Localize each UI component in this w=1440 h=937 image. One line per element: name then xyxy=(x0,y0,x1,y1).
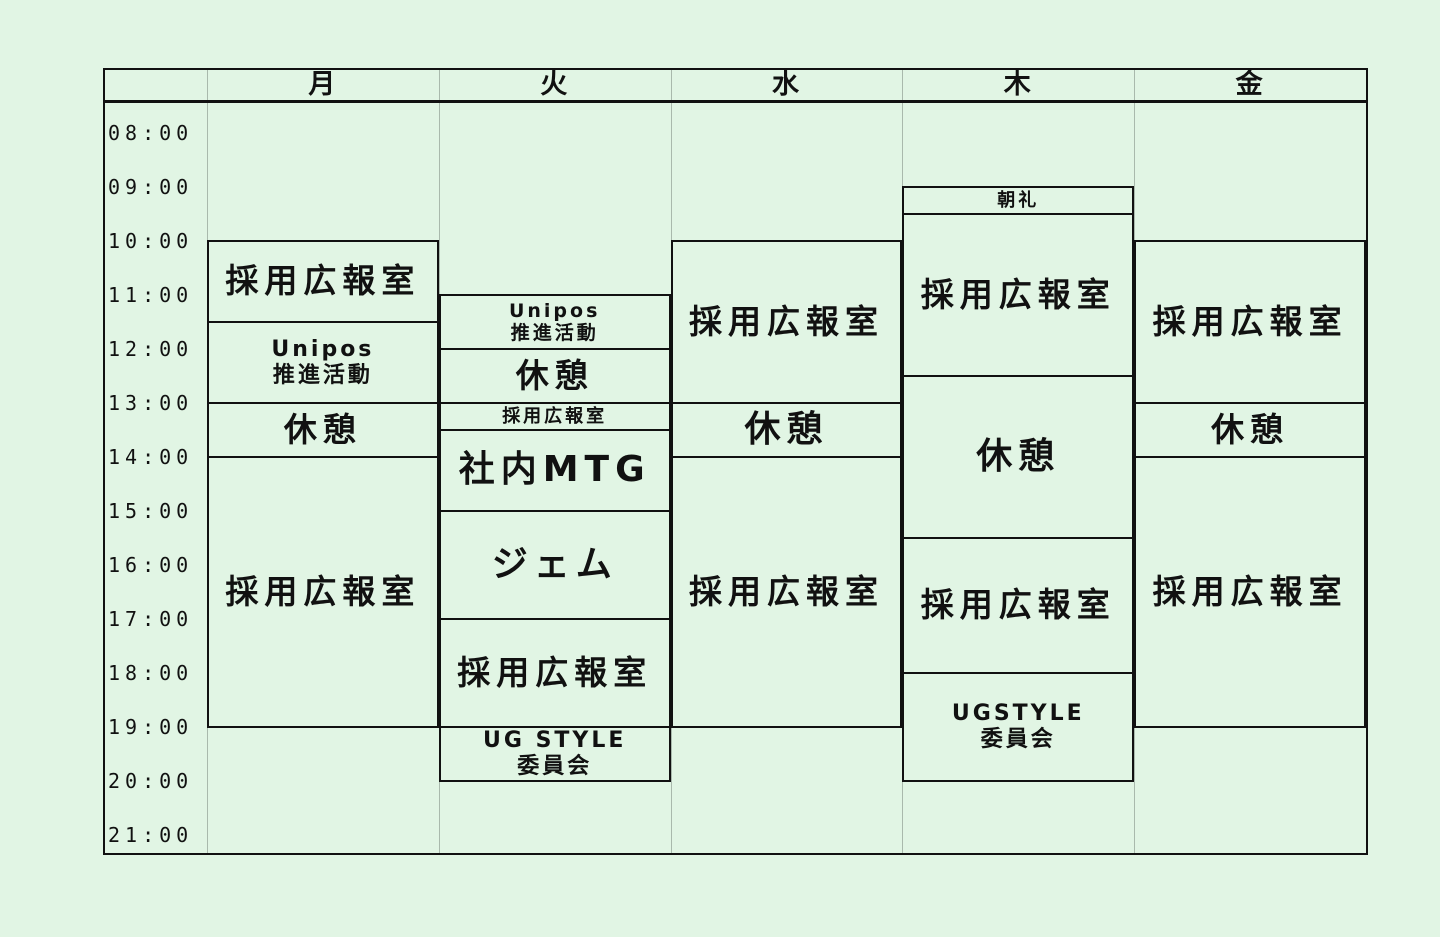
time-label: 10:00 xyxy=(108,229,194,253)
day-header-tuesday: 火 xyxy=(540,69,570,100)
event-title-line: 休憩 xyxy=(283,409,362,449)
event-block[interactable]: 採用広報室 xyxy=(1134,240,1366,404)
time-label: 13:00 xyxy=(108,391,194,415)
event-title-line: 採用広報室 xyxy=(457,652,653,692)
event-title-line: 採用広報室 xyxy=(502,405,608,427)
event-title-line: 採用広報室 xyxy=(920,274,1116,314)
event-title-line: 採用広報室 xyxy=(688,301,884,341)
day-header-wednesday: 水 xyxy=(771,69,801,100)
event-block[interactable]: 休憩 xyxy=(438,348,671,404)
weekly-timetable: 月 火 水 木 金 08:00 09:00 10:00 11:00 12:00 13:00… xyxy=(103,68,1368,855)
event-block[interactable]: 採用広報室 xyxy=(670,456,903,728)
time-label: 18:00 xyxy=(108,661,194,685)
event-title-line: UGSTYLE xyxy=(951,701,1085,727)
time-label: 14:00 xyxy=(108,445,194,469)
event-title-line: 推進活動 xyxy=(272,362,373,388)
event-title-line: 休憩 xyxy=(1211,409,1290,449)
event-title-line: Unipos xyxy=(271,336,375,362)
event-title-line: 休憩 xyxy=(976,435,1061,477)
event-title-line: 休憩 xyxy=(515,355,594,395)
time-label: 11:00 xyxy=(108,283,194,307)
event-block[interactable]: 採用広報室 xyxy=(438,402,671,431)
event-block[interactable]: 採用広報室 xyxy=(207,456,439,728)
event-title-line: 委員会 xyxy=(980,727,1056,752)
time-label: 19:00 xyxy=(108,715,194,739)
time-label: 20:00 xyxy=(108,769,194,793)
event-title-line: 採用広報室 xyxy=(1152,301,1348,341)
event-title-line: 休憩 xyxy=(744,408,829,450)
time-label: 17:00 xyxy=(108,607,194,631)
event-title-line: 採用広報室 xyxy=(225,261,421,301)
event-block[interactable]: 朝礼 xyxy=(902,186,1135,215)
event-block[interactable]: 採用広報室 xyxy=(207,240,439,323)
event-block[interactable]: 採用広報室 xyxy=(438,618,671,728)
day-header-friday: 金 xyxy=(1235,69,1265,100)
event-block[interactable]: ジェム xyxy=(438,510,671,620)
time-label: 16:00 xyxy=(108,553,194,577)
time-label: 08:00 xyxy=(108,121,194,145)
event-title-line: 採用広報室 xyxy=(688,571,884,611)
timetable-header-row: 月 火 水 木 金 xyxy=(105,70,1366,103)
event-title-line: 朝礼 xyxy=(997,189,1040,211)
event-title-line: Unipos xyxy=(508,299,601,322)
event-title-line: 採用広報室 xyxy=(225,571,421,611)
event-block[interactable]: 休憩 xyxy=(1134,402,1366,458)
event-title-line: 採用広報室 xyxy=(1152,571,1348,611)
day-header-thursday: 木 xyxy=(1003,69,1033,100)
event-title-line: UG STYLE xyxy=(482,728,627,754)
event-title-line: 委員会 xyxy=(517,754,593,779)
day-header-monday: 月 xyxy=(308,69,338,100)
event-title-line: ジェム xyxy=(491,543,618,585)
event-block[interactable]: 採用広報室 xyxy=(902,537,1135,674)
event-block[interactable]: 採用広報室 xyxy=(902,213,1135,377)
event-block[interactable]: 採用広報室 xyxy=(670,240,903,404)
event-title-line: 社内MTG xyxy=(458,449,651,491)
time-column-header xyxy=(105,70,207,100)
event-block[interactable]: 休憩 xyxy=(902,375,1135,539)
event-block[interactable]: 休憩 xyxy=(670,402,903,458)
event-block[interactable]: 社内MTG xyxy=(438,429,671,512)
time-label: 15:00 xyxy=(108,499,194,523)
event-block[interactable]: 採用広報室 xyxy=(1134,456,1366,728)
time-label: 09:00 xyxy=(108,175,194,199)
time-label: 21:00 xyxy=(108,823,194,847)
event-title-line: 採用広報室 xyxy=(920,585,1116,625)
event-block[interactable]: 休憩 xyxy=(207,402,439,458)
time-label: 12:00 xyxy=(108,337,194,361)
timetable-grid: 08:00 09:00 10:00 11:00 12:00 13:00 14:00 15:00… xyxy=(105,70,1366,853)
event-title-line: 推進活動 xyxy=(510,322,599,344)
